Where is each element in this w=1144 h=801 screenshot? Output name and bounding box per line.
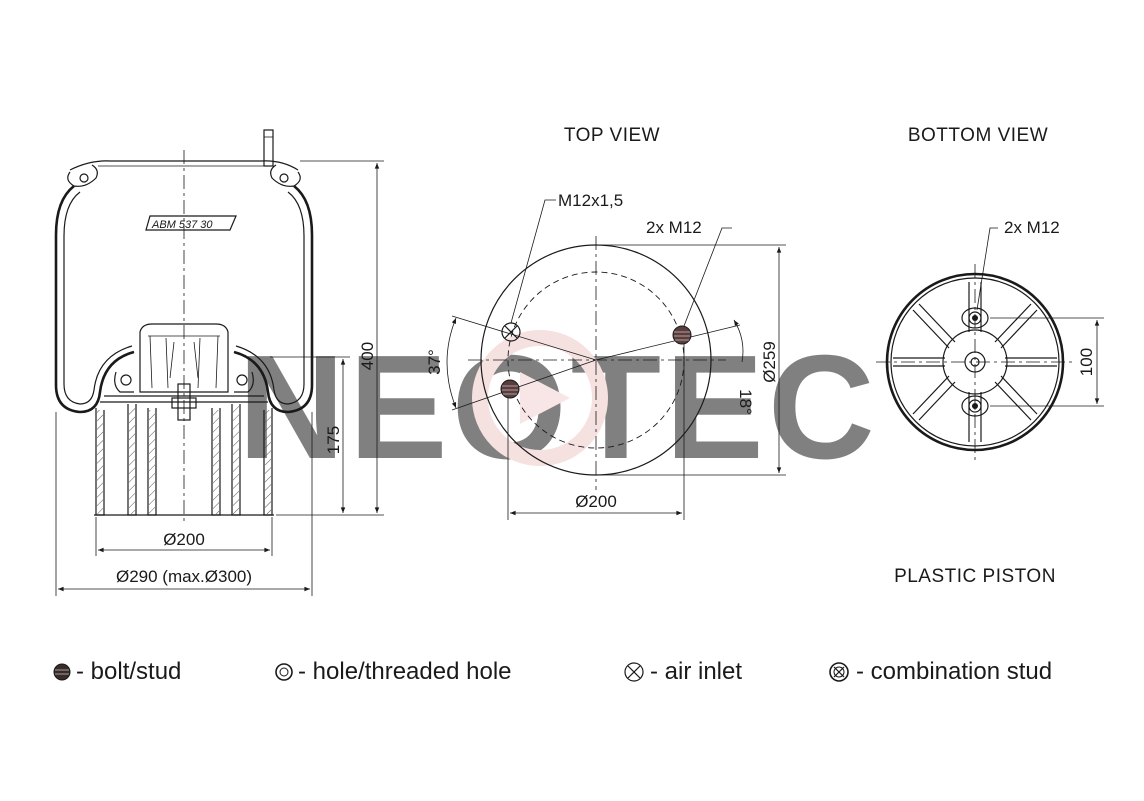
legend-item-air-inlet: - air inlet <box>624 658 742 685</box>
legend-item-combination-stud: - combination stud <box>829 658 1052 685</box>
top-stud-right <box>672 325 692 345</box>
top-dim-bolt: Ø200 <box>575 492 617 511</box>
bottom-hole-top <box>961 307 989 329</box>
top-plate <box>69 160 299 171</box>
legend-text-bolt-stud: - bolt/stud <box>76 658 181 685</box>
piston-bolt <box>177 383 191 421</box>
watermark-text: NEOTEC <box>238 325 879 490</box>
bottom-ribs <box>893 282 1057 442</box>
dim-piston-diameter: Ø200 <box>163 530 205 549</box>
legend-text-air-inlet: - air inlet <box>650 658 742 685</box>
bottom-dim-spacing: 100 <box>1077 348 1096 376</box>
top-dim-outer: Ø259 <box>760 341 779 383</box>
top-view: TOP VIEW <box>425 125 786 520</box>
bolt-stud-icon <box>53 663 71 681</box>
piston-cup <box>139 323 229 393</box>
legend: - bolt/stud - hole/threaded hole - air i… <box>53 658 1052 685</box>
legend-text-hole: - hole/threaded hole <box>298 658 512 685</box>
top-stud <box>263 129 274 167</box>
top-angle-left: 37° <box>425 349 444 375</box>
hole-icon <box>275 663 293 681</box>
watermark-logo-arrow <box>520 372 570 424</box>
bottom-view: BOTTOM VIEW <box>876 125 1104 587</box>
bottom-hole-bottom <box>961 395 989 417</box>
top-angle-left-arc <box>446 317 457 409</box>
watermark-logo-ring <box>472 330 608 466</box>
top-label-air-inlet: M12x1,5 <box>558 191 623 210</box>
bottom-label-holes: 2x M12 <box>1004 218 1060 237</box>
side-view: ABM 537 30 <box>54 129 384 596</box>
bottom-view-title: BOTTOM VIEW <box>908 125 1048 146</box>
piston-body <box>94 404 274 516</box>
combination-stud-icon <box>829 662 849 682</box>
dim-height: 400 <box>358 342 377 370</box>
top-stud-left <box>500 379 520 399</box>
bottom-outer-rim <box>885 272 1065 452</box>
bellows-outer-right <box>233 184 314 414</box>
top-angle-right-arc <box>733 319 744 363</box>
legend-text-combination-stud: - combination stud <box>856 658 1052 685</box>
dim-overall-diameter: Ø290 (max.Ø300) <box>116 567 252 586</box>
top-angle-right: 18° <box>736 389 755 415</box>
legend-item-bolt-stud: - bolt/stud <box>53 658 181 685</box>
air-inlet-icon <box>624 662 644 682</box>
part-label: ABM 537 30 <box>151 219 213 231</box>
watermark: NEOTEC <box>238 325 879 490</box>
top-view-title: TOP VIEW <box>564 125 660 146</box>
part-label-box <box>145 215 237 231</box>
legend-item-hole: - hole/threaded hole <box>275 658 512 685</box>
bottom-caption: PLASTIC PISTON <box>894 566 1056 587</box>
bellows-outer <box>54 184 135 414</box>
top-label-studs: 2x M12 <box>646 218 702 237</box>
dim-piston-height: 175 <box>324 426 343 454</box>
